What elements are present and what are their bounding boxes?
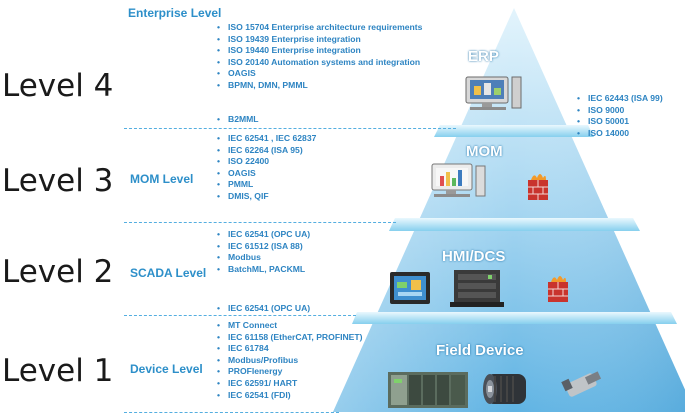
mom-standard: IEC 62264 (ISA 95) xyxy=(216,145,316,157)
device-standards-list: MT Connect IEC 61158 (EtherCAT, PROFINET… xyxy=(216,320,363,401)
right-standard: IEC 62443 (ISA 99) xyxy=(576,93,663,105)
device-standard: MT Connect xyxy=(216,320,363,332)
enterprise-standards-list: ISO 15704 Enterprise architecture requir… xyxy=(216,22,422,92)
device-standard: IEC 61784 xyxy=(216,343,363,355)
mom-standard: ISO 22400 xyxy=(216,156,316,168)
divider-level4 xyxy=(124,128,456,129)
scada-standard: IEC 62541 (OPC UA) xyxy=(216,229,310,241)
device-standard: IEC 62591/ HART xyxy=(216,378,363,390)
mom-standards-list: IEC 62541 , IEC 62837 IEC 62264 (ISA 95)… xyxy=(216,133,316,203)
scada-standard: BatchML, PACKML xyxy=(216,264,310,276)
level-4-label: Level 4 xyxy=(2,68,113,104)
scada-level-title: SCADA Level xyxy=(130,266,206,280)
mom-standard: OAGIS xyxy=(216,168,316,180)
scada-standard: Modbus xyxy=(216,252,310,264)
right-standard: ISO 50001 xyxy=(576,116,663,128)
device-level-title: Device Level xyxy=(130,362,203,376)
right-standard: ISO 14000 xyxy=(576,128,663,140)
tier-separator-2 xyxy=(389,218,640,231)
enterprise-standard: BPMN, DMN, PMML xyxy=(216,80,422,92)
dcs-server-icon xyxy=(450,270,504,307)
motor-icon xyxy=(483,374,526,404)
hmi-panel-icon xyxy=(390,272,430,304)
scada-bottom-list: IEC 62541 (OPC UA) xyxy=(216,303,310,315)
level-3-label: Level 3 xyxy=(2,163,113,199)
enterprise-standard: ISO 19439 Enterprise integration xyxy=(216,34,422,46)
enterprise-standard: ISO 19440 Enterprise integration xyxy=(216,45,422,57)
divider-level1 xyxy=(124,412,339,413)
device-standard: IEC 62541 (FDI) xyxy=(216,390,363,402)
device-standard: PROFIenergy xyxy=(216,366,363,378)
tier-mom-title: MOM xyxy=(466,143,503,160)
scada-standards-list: IEC 62541 (OPC UA) IEC 61512 (ISA 88) Mo… xyxy=(216,229,310,275)
tier-separator-1 xyxy=(434,125,594,137)
mom-standard: DMIS, QIF xyxy=(216,191,316,203)
tier-field-title: Field Device xyxy=(436,342,524,359)
mom-level-title: MOM Level xyxy=(130,172,193,186)
mom-standard: IEC 62541 , IEC 62837 xyxy=(216,133,316,145)
right-standard: ISO 9000 xyxy=(576,105,663,117)
enterprise-standard: OAGIS xyxy=(216,68,422,80)
plc-icon xyxy=(388,372,468,408)
enterprise-level-title: Enterprise Level xyxy=(128,6,221,20)
enterprise-bottom-standard: B2MML xyxy=(216,114,259,126)
scada-bottom-standard: IEC 62541 (OPC UA) xyxy=(216,303,310,315)
device-standard: Modbus/Profibus xyxy=(216,355,363,367)
device-standard: IEC 61158 (EtherCAT, PROFINET) xyxy=(216,332,363,344)
level-2-label: Level 2 xyxy=(2,254,113,290)
divider-level3 xyxy=(124,222,396,223)
level-1-label: Level 1 xyxy=(2,353,113,389)
mom-standard: PMML xyxy=(216,179,316,191)
divider-level2 xyxy=(124,315,356,316)
right-standards-list: IEC 62443 (ISA 99) ISO 9000 ISO 50001 IS… xyxy=(576,93,663,139)
tier-erp-title: ERP xyxy=(468,48,499,65)
enterprise-standard: ISO 20140 Automation systems and integra… xyxy=(216,57,422,69)
tier-separator-3 xyxy=(352,312,677,324)
enterprise-bottom-list: B2MML xyxy=(216,114,259,126)
scada-standard: IEC 61512 (ISA 88) xyxy=(216,241,310,253)
tier-hmi-title: HMI/DCS xyxy=(442,248,505,265)
enterprise-standard: ISO 15704 Enterprise architecture requir… xyxy=(216,22,422,34)
